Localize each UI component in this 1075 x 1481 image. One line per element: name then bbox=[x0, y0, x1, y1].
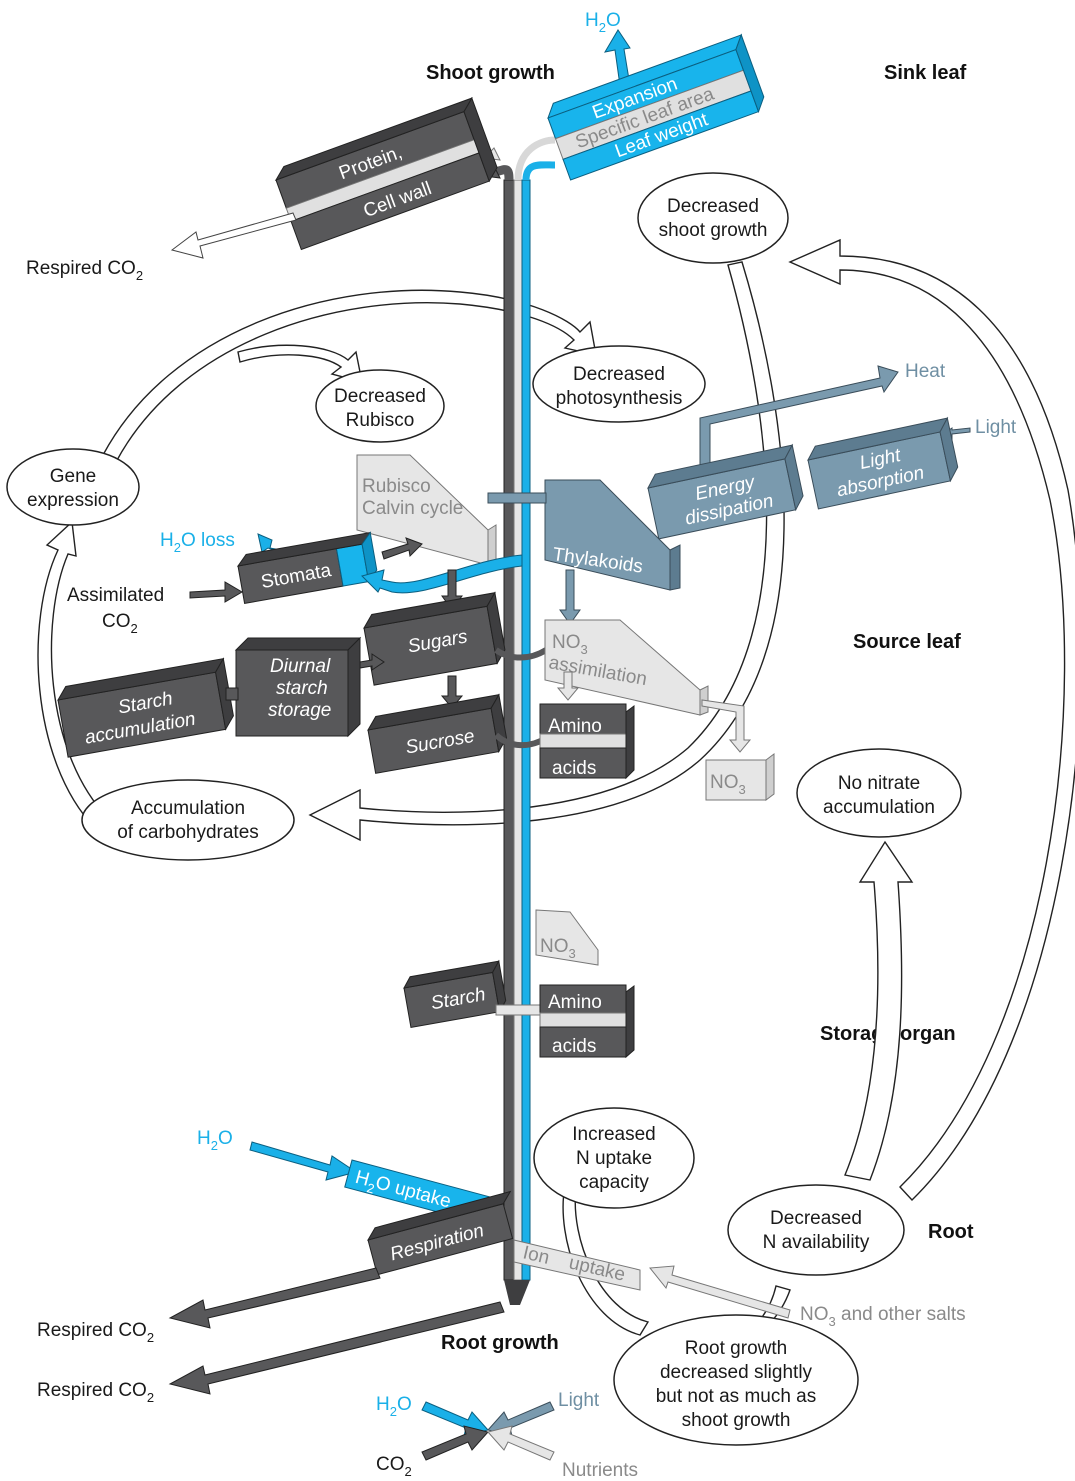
root-growth-note-bubble bbox=[613, 1314, 859, 1446]
sink-leaf-group: H2O Expansion Specific leaf area Leaf we… bbox=[26, 10, 765, 283]
n-availability-to-nitrate-arrow bbox=[844, 840, 914, 1181]
h2o-root-label: H2O bbox=[197, 1128, 233, 1153]
gene-expression-bubble bbox=[6, 448, 140, 526]
shoot-to-carbohydrate-arrow bbox=[308, 261, 785, 842]
no-nitrate-bubble bbox=[796, 748, 962, 838]
no3-storage-label: NO3 bbox=[540, 936, 576, 961]
storage-organ-group: NO3 Starch Amino acids bbox=[403, 909, 635, 1059]
respired-co2-label-1: Respired CO2 bbox=[37, 1320, 154, 1345]
bottom-h2o-label: H2O bbox=[376, 1394, 412, 1419]
accumulation-text-2: of carbohydrates bbox=[117, 822, 259, 843]
bottom-nutrients-arrow bbox=[487, 1425, 555, 1461]
acids-storage-label: acids bbox=[552, 1036, 596, 1057]
decreased-n-text-1: Decreased bbox=[770, 1208, 862, 1229]
increased-n-uptake-bubble bbox=[533, 1107, 695, 1209]
root-note-text-1: Root growth bbox=[685, 1338, 787, 1359]
no3-side-label: NO3 bbox=[710, 772, 746, 797]
bottom-inputs: H2O Light CO2 Nutrients bbox=[376, 1390, 638, 1481]
bubbles: Decreased shoot growth Decreased photosy… bbox=[6, 172, 962, 1446]
amino-storage-label: Amino bbox=[548, 992, 602, 1013]
decreased-rubisco-text-2: Rubisco bbox=[346, 410, 415, 431]
respired-co2-top-label: Respired CO2 bbox=[26, 258, 143, 283]
decreased-rubisco-text-1: Decreased bbox=[334, 386, 426, 407]
amino-acids-storage-box bbox=[539, 984, 627, 1014]
bottom-light-label: Light bbox=[558, 1390, 600, 1411]
decreased-n-text-2: N availability bbox=[763, 1232, 870, 1253]
increased-n-text-1: Increased bbox=[572, 1124, 655, 1145]
heat-label: Heat bbox=[905, 361, 946, 382]
rubisco-label: Rubisco bbox=[362, 476, 431, 497]
diurnal-label: Diurnal bbox=[270, 656, 331, 677]
assimilated-label: Assimilated bbox=[67, 585, 164, 606]
respired-co2-arrow-2 bbox=[168, 1301, 505, 1395]
decreased-shoot-growth-text-1: Decreased bbox=[667, 196, 759, 217]
heat-arrow bbox=[699, 365, 899, 479]
no3-storage-box bbox=[535, 909, 599, 966]
no-nitrate-text-1: No nitrate bbox=[838, 773, 920, 794]
respired-co2-arrow-1 bbox=[168, 1267, 381, 1329]
heading-sink-leaf: Sink leaf bbox=[884, 62, 967, 84]
gene-expression-text-2: expression bbox=[27, 490, 119, 511]
no3-salts-label: NO3 and other salts bbox=[800, 1304, 966, 1329]
bottom-co2-arrow bbox=[421, 1425, 489, 1461]
amino-source-label: Amino bbox=[548, 716, 602, 737]
heading-shoot-growth: Shoot growth bbox=[426, 62, 555, 84]
source-leaf-carbon: Rubisco Calvin cycle H2O loss Stomata As… bbox=[57, 454, 548, 774]
root-note-text-3: but not as much as bbox=[656, 1386, 817, 1407]
n-availability-to-shoot-arrow bbox=[788, 238, 1075, 1202]
storage-label: storage bbox=[268, 700, 331, 721]
starch-word-label: starch bbox=[276, 678, 328, 699]
assimilated-co2-arrow bbox=[189, 581, 243, 603]
acids-source-label: acids bbox=[552, 758, 596, 779]
root-note-text-4: shoot growth bbox=[682, 1410, 791, 1431]
decreased-photosynthesis-text-1: Decreased bbox=[573, 364, 665, 385]
source-leaf-nitrogen: NO3 assimilation Amino acids NO3 bbox=[539, 619, 775, 801]
no3-salts-arrow bbox=[649, 1265, 791, 1319]
light-label: Light bbox=[975, 417, 1017, 438]
decreased-n-availability-bubble bbox=[727, 1184, 905, 1276]
assimilated-co2-label: CO2 bbox=[102, 611, 138, 636]
decreased-shoot-growth-text-2: shoot growth bbox=[659, 220, 768, 241]
ion-uptake-box bbox=[513, 1239, 641, 1291]
h2o-loss-label: H2O loss bbox=[160, 530, 235, 555]
h2o-top-label: H2O bbox=[585, 10, 621, 35]
calvin-cycle-label: Calvin cycle bbox=[362, 498, 463, 519]
h2o-root-arrow bbox=[249, 1141, 358, 1181]
accumulation-text-1: Accumulation bbox=[131, 798, 245, 819]
bottom-nutrients-label: Nutrients bbox=[562, 1460, 638, 1481]
decreased-photosynthesis-text-2: photosynthesis bbox=[556, 388, 683, 409]
increased-n-text-3: capacity bbox=[579, 1172, 649, 1193]
bottom-co2-label: CO2 bbox=[376, 1454, 412, 1479]
decreased-shoot-growth-bubble bbox=[637, 172, 789, 264]
no-nitrate-text-2: accumulation bbox=[823, 797, 935, 818]
heading-root-growth: Root growth bbox=[441, 1332, 559, 1354]
root-note-text-2: decreased slightly bbox=[660, 1362, 813, 1383]
no3-assim-label: NO3 bbox=[552, 632, 588, 657]
heading-root: Root bbox=[928, 1221, 974, 1243]
gene-expression-text-1: Gene bbox=[50, 466, 96, 487]
accumulation-bubble bbox=[81, 779, 295, 861]
decreased-rubisco-bubble bbox=[315, 369, 445, 443]
carbohydrate-to-gene-arrow bbox=[37, 520, 110, 829]
increased-n-text-2: N uptake bbox=[576, 1148, 652, 1169]
decreased-photosynthesis-bubble bbox=[532, 345, 706, 423]
heading-source-leaf: Source leaf bbox=[853, 631, 961, 653]
respired-co2-top-arrow bbox=[170, 212, 297, 259]
respired-co2-label-2: Respired CO2 bbox=[37, 1380, 154, 1405]
